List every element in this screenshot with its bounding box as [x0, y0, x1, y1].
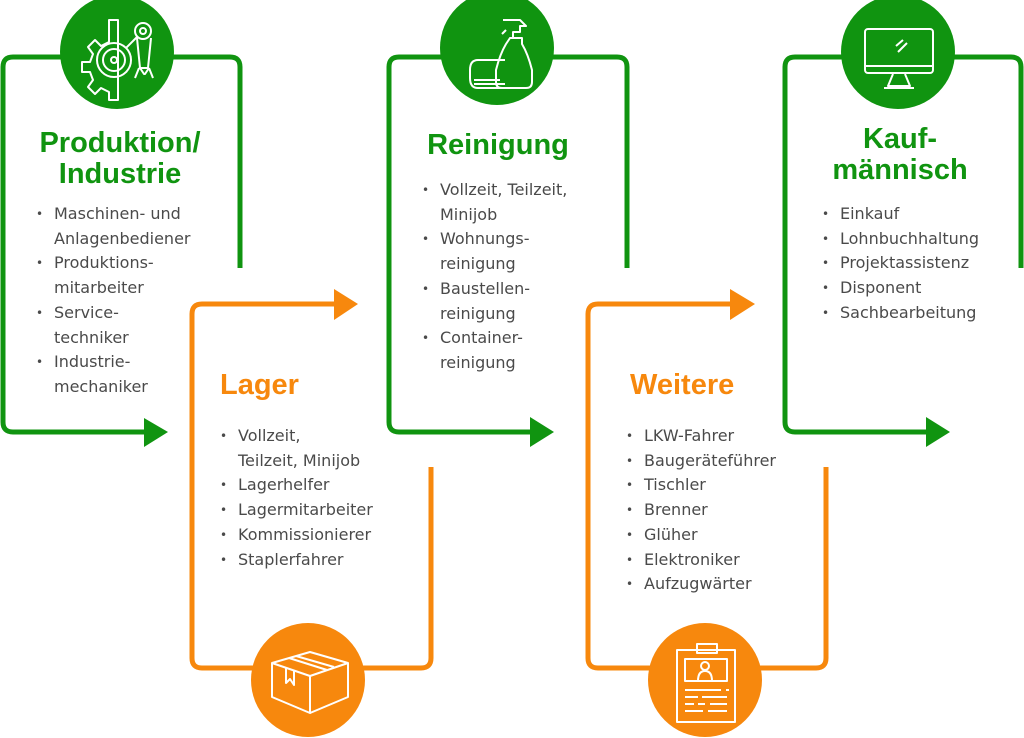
list-item: Glüher	[626, 523, 816, 548]
kaufmaennisch-arrow-icon	[926, 417, 950, 447]
kaufmaennisch-title: Kauf- männisch	[832, 123, 968, 186]
list-item: Vollzeit, Teilzeit, Minijob	[220, 424, 420, 473]
list-item: Lagermitarbeiter	[220, 498, 420, 523]
list-item: Vollzeit, Teilzeit, Minijob	[422, 178, 622, 227]
reinigung-list: Vollzeit, Teilzeit, Minijob Wohnungs- re…	[422, 178, 622, 376]
list-item: Disponent	[822, 276, 1017, 301]
list-item: Elektroniker	[626, 548, 816, 573]
list-item: Service- techniker	[36, 301, 226, 350]
kaufmaennisch-list: Einkauf Lohnbuchhaltung Projektassistenz…	[822, 202, 1017, 326]
lager-title: Lager	[220, 369, 299, 401]
list-item: Projektassistenz	[822, 251, 1017, 276]
list-item: Tischler	[626, 473, 816, 498]
list-item: Kommissionierer	[220, 523, 420, 548]
list-item: Lohnbuchhaltung	[822, 227, 1017, 252]
list-item: Baugeräteführer	[626, 449, 816, 474]
list-item: Maschinen- und Anlagenbediener	[36, 202, 226, 251]
list-item: Baustellen- reinigung	[422, 277, 622, 326]
list-item: Industrie- mechaniker	[36, 350, 226, 399]
produktion-arrow-icon	[144, 418, 168, 447]
produktion-list: Maschinen- und Anlagenbediener Produktio…	[36, 202, 226, 400]
package-box-icon	[251, 623, 365, 737]
weitere-list: LKW-Fahrer Baugeräteführer Tischler Bren…	[626, 424, 816, 597]
list-item: LKW-Fahrer	[626, 424, 816, 449]
lager-arrow-icon	[334, 289, 358, 320]
gear-robot-arm-icon	[60, 0, 174, 109]
lager-list: Vollzeit, Teilzeit, Minijob Lagerhelfer …	[220, 424, 420, 572]
reinigung-arrow-icon	[530, 417, 554, 447]
computer-monitor-icon	[841, 0, 955, 109]
list-item: Aufzugwärter	[626, 572, 816, 597]
reinigung-title: Reinigung	[427, 129, 569, 161]
weitere-arrow-icon	[730, 289, 755, 320]
list-item: Staplerfahrer	[220, 548, 420, 573]
list-item: Lagerhelfer	[220, 473, 420, 498]
list-item: Einkauf	[822, 202, 1017, 227]
list-item: Produktions- mitarbeiter	[36, 251, 226, 300]
produktion-title: Produktion/ Industrie	[39, 127, 201, 190]
produktion-frame	[0, 54, 243, 435]
list-item: Brenner	[626, 498, 816, 523]
list-item: Sachbearbeitung	[822, 301, 1017, 326]
weitere-title: Weitere	[630, 369, 735, 401]
list-item: Container- reinigung	[422, 326, 622, 375]
spray-bottle-cloth-icon	[440, 0, 554, 105]
id-badge-icon	[648, 623, 762, 737]
list-item: Wohnungs- reinigung	[422, 227, 622, 276]
